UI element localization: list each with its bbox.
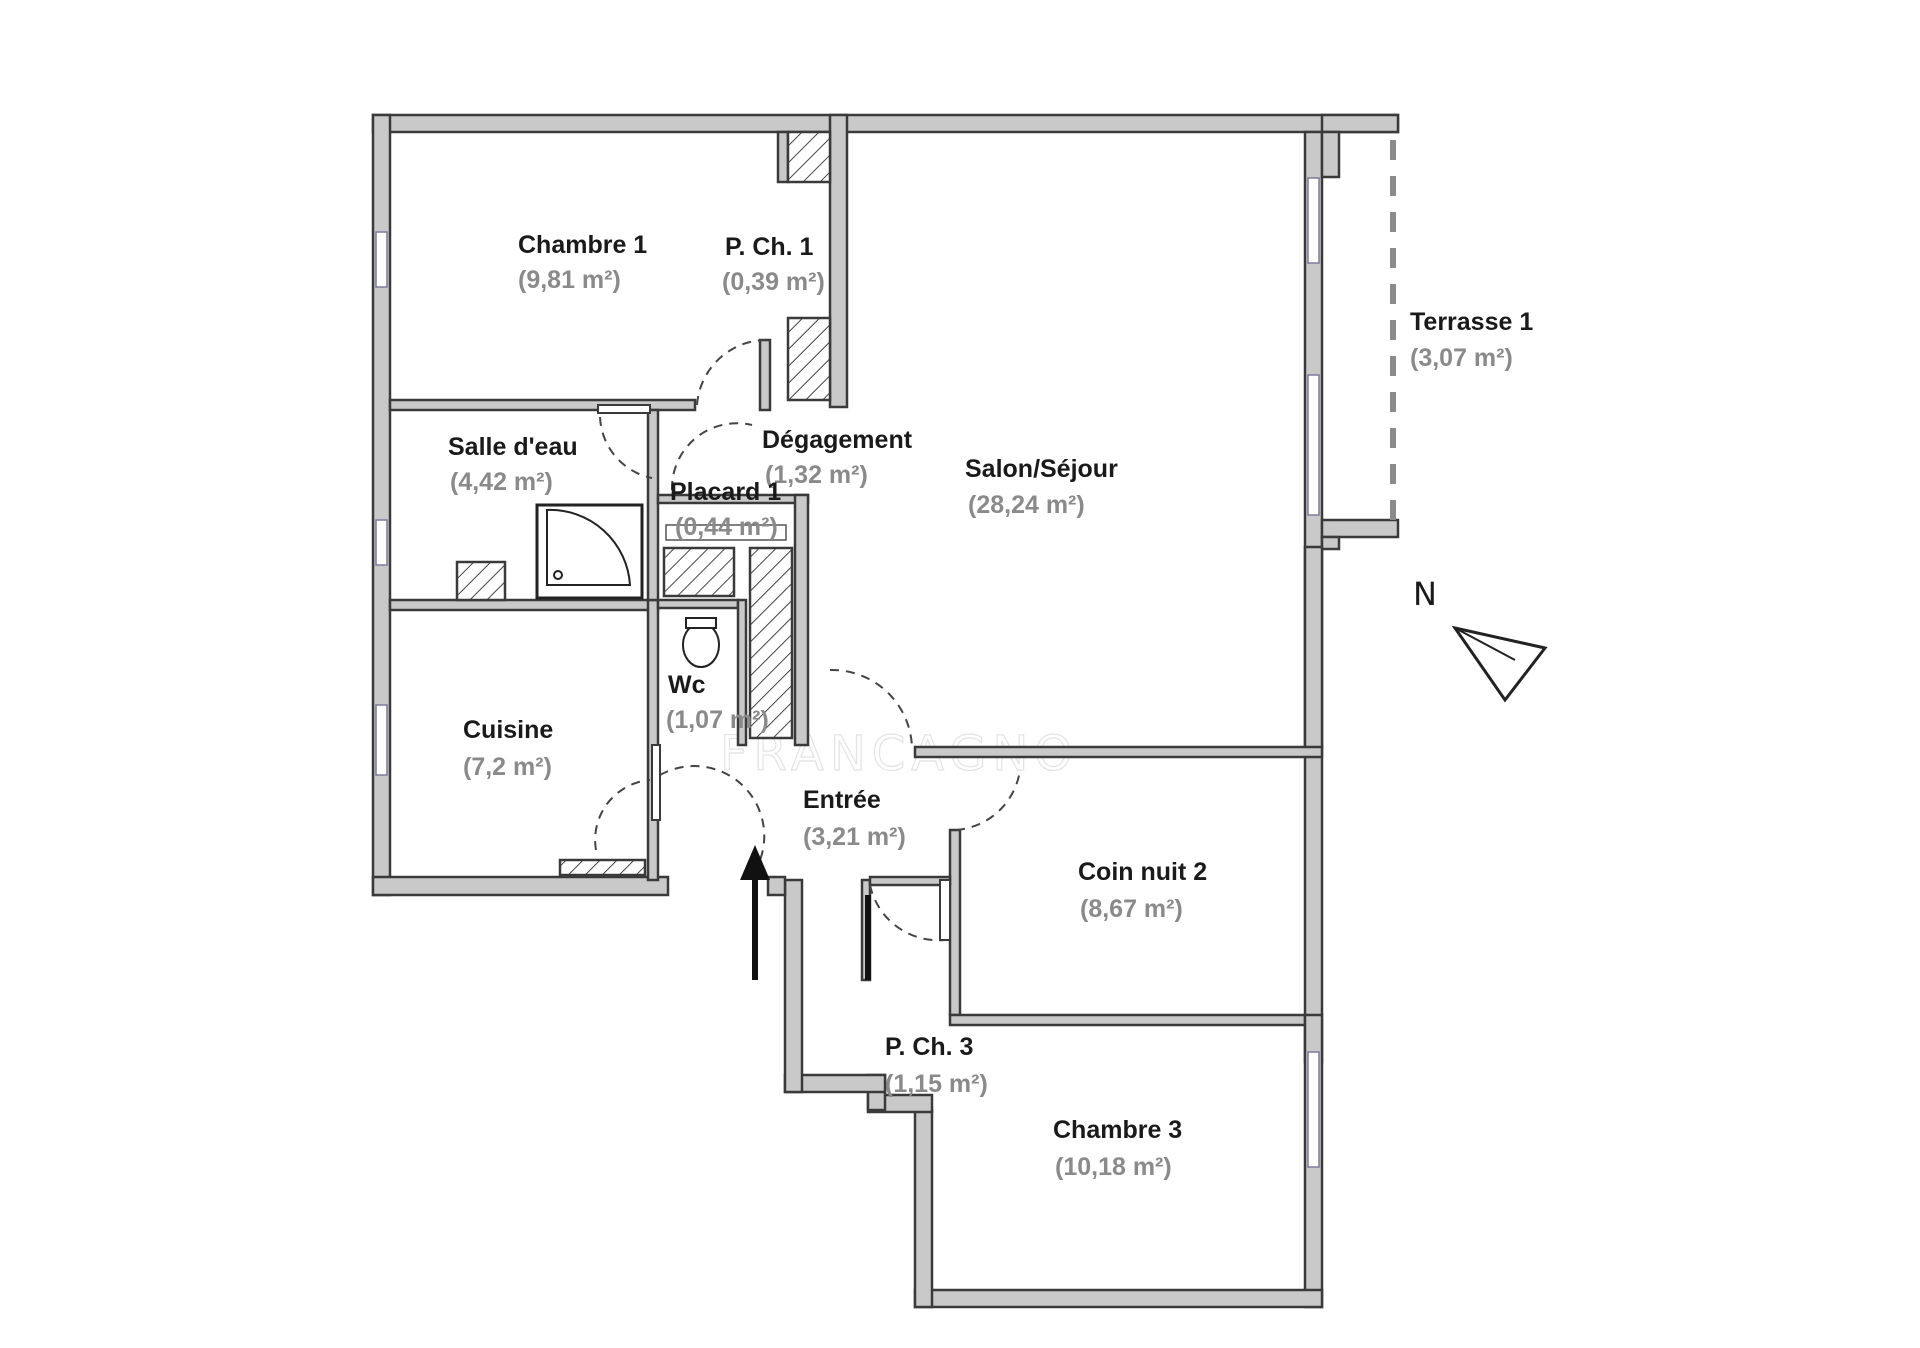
compass: N: [1413, 575, 1548, 703]
room-area-pch3: (1,15 m²): [885, 1070, 988, 1098]
room-name-pch1: P. Ch. 1: [725, 233, 814, 261]
room-area-coin-nuit2: (8,67 m²): [1080, 895, 1183, 923]
room-area-entree: (3,21 m²): [803, 823, 906, 851]
room-name-coin-nuit2: Coin nuit 2: [1078, 858, 1207, 886]
room-labels: Chambre 1 (9,81 m²) P. Ch. 1 (0,39 m²) S…: [448, 231, 1533, 1181]
room-area-cuisine: (7,2 m²): [463, 753, 552, 781]
room-area-placard1: (0,44 m²): [675, 513, 778, 541]
compass-north-label: N: [1413, 575, 1437, 613]
room-name-entree: Entrée: [803, 786, 881, 814]
hatched-ducts: [455, 130, 832, 877]
room-name-salle-eau: Salle d'eau: [448, 433, 578, 461]
room-name-pch3: P. Ch. 3: [885, 1033, 973, 1061]
windows: [375, 177, 1320, 1168]
room-name-cuisine: Cuisine: [463, 716, 553, 744]
room-area-salle-eau: (4,42 m²): [450, 468, 553, 496]
room-area-chambre1: (9,81 m²): [518, 266, 621, 294]
room-area-degagement: (1,32 m²): [765, 461, 868, 489]
room-area-chambre3: (10,18 m²): [1055, 1153, 1172, 1181]
room-area-wc: (1,07 m²): [666, 706, 769, 734]
fixtures: [535, 503, 787, 668]
room-name-chambre1: Chambre 1: [518, 231, 647, 259]
room-name-salon: Salon/Séjour: [965, 455, 1118, 483]
compass-arrow-icon: [1451, 625, 1548, 703]
room-name-wc: Wc: [668, 671, 706, 699]
room-name-placard1: Placard 1: [670, 478, 781, 506]
room-area-terrasse1: (3,07 m²): [1410, 344, 1513, 372]
room-name-degagement: Dégagement: [762, 426, 913, 454]
doors: [594, 339, 1021, 942]
room-name-terrasse1: Terrasse 1: [1410, 308, 1533, 336]
room-area-pch1: (0,39 m²): [722, 268, 825, 296]
entrance-arrow: [740, 845, 871, 980]
room-area-salon: (28,24 m²): [968, 491, 1085, 519]
room-name-chambre3: Chambre 3: [1053, 1116, 1182, 1144]
